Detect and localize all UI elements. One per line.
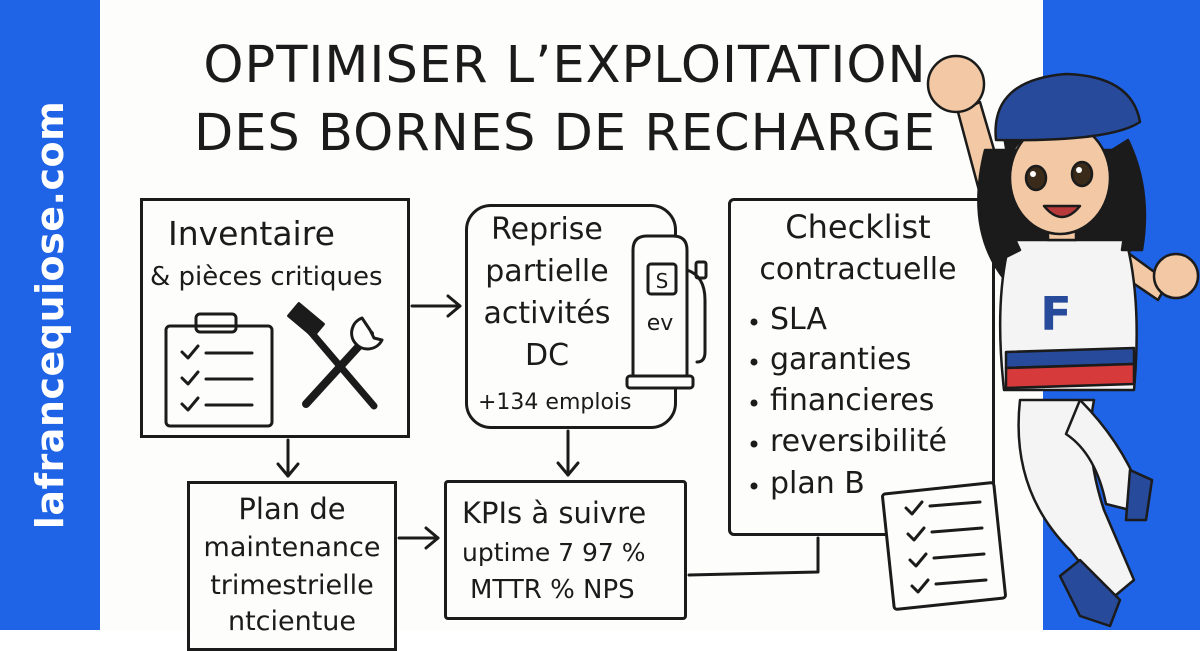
box-plan — [187, 481, 397, 651]
pump-label-bottom: ev — [647, 311, 674, 336]
diagram-drawings: S ev — [164, 54, 1200, 628]
checklist-item: SLA — [770, 302, 827, 337]
checklist-bullets — [750, 318, 758, 490]
box-inventaire-line1: Inventaire — [168, 214, 335, 253]
box-kpis-line3: MTTR % NPS — [470, 575, 635, 605]
box-checklist — [728, 198, 995, 536]
connector-line — [687, 536, 820, 577]
box-reprise-line2: partielle — [485, 254, 609, 289]
box-plan-line2: maintenance — [203, 532, 381, 563]
box-plan-line1: Plan de — [238, 492, 346, 526]
box-reprise-line3: activités — [483, 296, 611, 331]
box-reprise-note: +134 emplois — [478, 390, 632, 415]
arrow-down-2 — [556, 429, 580, 477]
mascot-illustration — [926, 54, 1200, 628]
box-kpis-line1: KPIs à suivre — [462, 496, 647, 530]
tools-icon — [287, 302, 384, 410]
charging-pump-icon — [625, 234, 708, 390]
box-inventaire-line2: & pièces critiques — [150, 262, 383, 292]
box-reprise-line1: Reprise — [491, 212, 603, 247]
pump-label-top: S — [656, 269, 669, 293]
checklist-item: plan B — [770, 466, 865, 501]
title-line-1: OPTIMISER L’EXPLOITATION — [203, 36, 927, 95]
checklist-item: garanties — [770, 342, 912, 377]
arrow-right-2 — [397, 526, 440, 550]
box-reprise-line4: DC — [524, 338, 570, 373]
box-checklist-line2: contractuelle — [759, 252, 957, 287]
mascot-shirt-letter: F — [1040, 287, 1071, 341]
checklist-item: reversibilité — [770, 424, 947, 459]
box-kpis-line2: uptime 7 97 % — [462, 538, 646, 567]
title-line-2: DES BORNES DE RECHARGE — [193, 104, 937, 163]
checklist-icon — [881, 481, 1007, 611]
box-kpis — [444, 480, 687, 620]
box-checklist-line1: Checklist — [785, 208, 931, 246]
checklist-item: financieres — [770, 383, 935, 418]
box-plan-line3: trimestrielle — [210, 570, 374, 601]
arrow-down-1 — [276, 438, 300, 478]
left-brand-band — [0, 0, 100, 630]
arrow-right-1 — [410, 294, 462, 318]
clipboard-icon — [164, 312, 274, 428]
